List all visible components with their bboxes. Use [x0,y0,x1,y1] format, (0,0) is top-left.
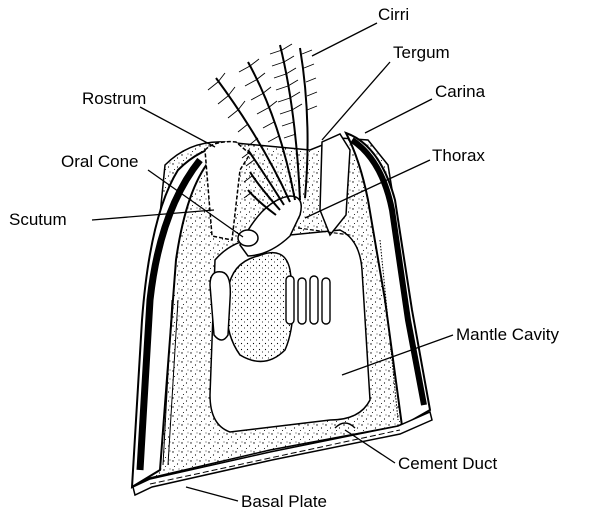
label-cement-duct: Cement Duct [398,454,497,473]
label-mantle-cavity: Mantle Cavity [456,325,559,344]
label-rostrum: Rostrum [82,89,146,108]
label-tergum: Tergum [393,43,450,62]
label-carina: Carina [435,82,486,101]
label-oral-cone: Oral Cone [61,152,138,171]
label-cirri: Cirri [378,5,409,24]
oral-cone-shape [238,230,258,246]
body-mass [227,253,294,362]
label-scutum: Scutum [9,210,67,229]
label-thorax: Thorax [432,146,485,165]
label-basal-plate: Basal Plate [241,492,327,511]
